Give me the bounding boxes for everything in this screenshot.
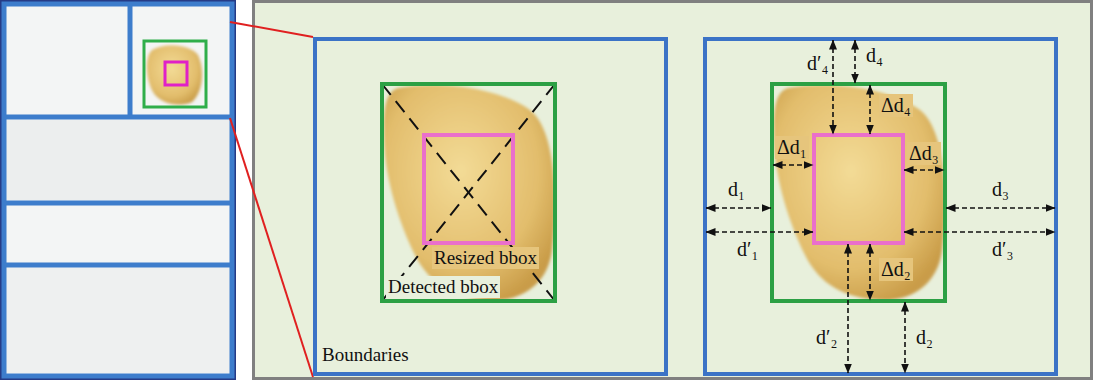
compartment-grid xyxy=(4,4,232,376)
tray xyxy=(6,5,230,375)
dimension-label: Δd₄ xyxy=(879,94,913,117)
dimension-arrow xyxy=(773,164,813,166)
dimension-label-holder: d′₄ xyxy=(805,52,830,75)
box-label: Detected bbox xyxy=(386,276,500,298)
detected-rect xyxy=(772,84,945,301)
dimension-label-holder: Δd₃ xyxy=(907,142,941,165)
box-label: Resized bbox xyxy=(432,247,539,269)
dimension-label: d₄ xyxy=(864,44,885,67)
dimension-arrow xyxy=(854,40,856,83)
dimension-arrow xyxy=(904,169,944,171)
compartment-outline xyxy=(4,4,232,376)
diagonal-line xyxy=(382,84,555,301)
compartment-line xyxy=(4,263,232,268)
dimension-label: d′₂ xyxy=(814,326,839,349)
offset-diagram xyxy=(774,85,945,300)
dimension-arrows xyxy=(706,40,1055,373)
tray-shade xyxy=(6,120,230,200)
dimension-arrow xyxy=(869,85,871,134)
dimension-arrow xyxy=(946,207,1055,209)
zoom-line xyxy=(230,22,313,37)
dimension-arrow xyxy=(847,244,849,373)
tray-shade xyxy=(6,268,230,373)
zoom-panel xyxy=(254,2,1092,379)
diagonal-line xyxy=(382,84,555,301)
potato-small xyxy=(147,45,202,105)
photo-background xyxy=(0,0,236,380)
dimension-label-holder: d₂ xyxy=(914,326,935,349)
dimension-label: d′₄ xyxy=(805,52,830,75)
compartment-line xyxy=(4,115,232,120)
boundary-rect xyxy=(705,39,1056,374)
dimension-arrow xyxy=(904,231,1055,233)
dimension-label-holder: d₁ xyxy=(726,178,747,201)
dimension-arrow xyxy=(869,244,871,300)
dimension-label: d₃ xyxy=(990,178,1011,201)
dimension-label: Δd₂ xyxy=(879,258,913,281)
dimension-label-holder: d₄ xyxy=(864,44,885,67)
dimension-arrow xyxy=(706,231,813,233)
dimension-label: d₁ xyxy=(726,178,747,201)
dimension-label: Δd₁ xyxy=(775,136,809,159)
dimension-label-holder: d′₁ xyxy=(735,238,760,261)
detected-bbox: Detected bbox Resized bbox xyxy=(380,82,557,303)
boundary-box: Boundaries Detected bbox Resized bbox xyxy=(313,37,668,376)
dimension-arrow xyxy=(832,40,834,134)
dimension-label: Δd₃ xyxy=(907,142,941,165)
resized-bbox: Resized bbox xyxy=(422,133,515,245)
resized-rect xyxy=(814,135,903,243)
dimension-label-holder: Δd₁ xyxy=(775,136,809,159)
dimension-label-holder: d₃ xyxy=(990,178,1011,201)
detected-bbox-small xyxy=(144,41,206,107)
compartment-line xyxy=(4,201,232,206)
potato xyxy=(774,85,945,300)
box-label: Boundaries xyxy=(320,344,411,366)
dimension-label-holder: Δd₄ xyxy=(879,94,913,117)
dimension-label: d₂ xyxy=(914,326,935,349)
zoom-line xyxy=(230,118,313,377)
dimension-label: d′₃ xyxy=(990,238,1015,261)
compartment-line xyxy=(128,4,133,117)
dimension-label-holder: Δd₂ xyxy=(879,258,913,281)
resized-bbox-small xyxy=(165,62,187,85)
dimension-arrow xyxy=(904,302,906,373)
dimension-arrow xyxy=(706,207,771,209)
dimension-label-holder: d′₃ xyxy=(990,238,1015,261)
dimension-label-holder: d′₂ xyxy=(814,326,839,349)
dimension-label: d′₁ xyxy=(735,238,760,261)
